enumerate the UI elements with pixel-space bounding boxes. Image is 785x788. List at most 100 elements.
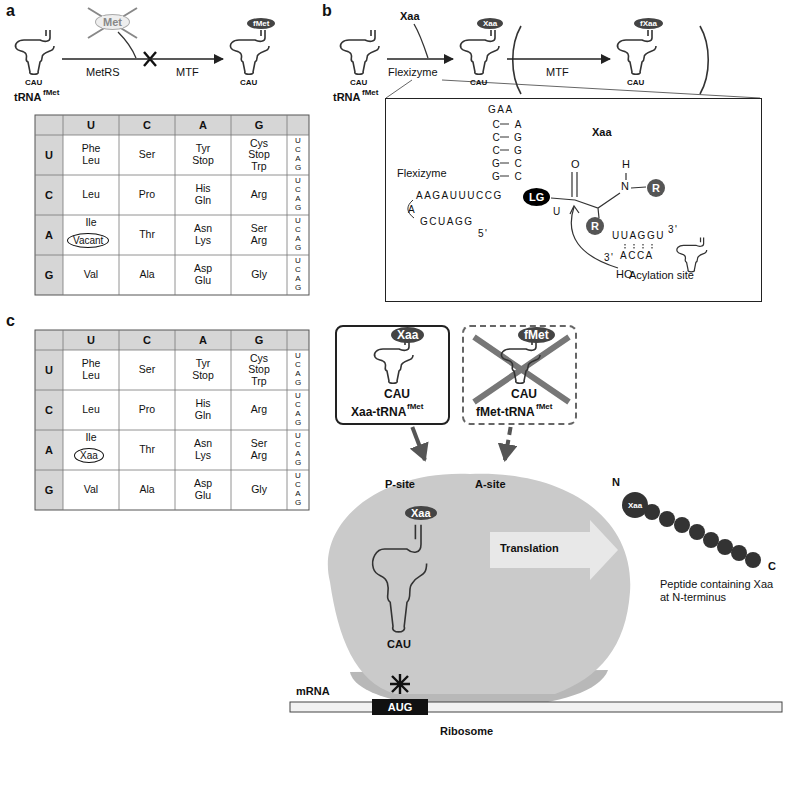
table-text: Arg xyxy=(251,189,267,201)
table-text: Tyr Stop xyxy=(192,358,214,381)
node-text: Ribosome xyxy=(440,725,493,737)
table-cell: UCAG xyxy=(287,390,309,430)
table-cell: Cys Stop Trp xyxy=(231,350,287,390)
node-text: Vacant xyxy=(73,235,103,246)
label-text: tRNA xyxy=(14,91,42,104)
label-text: MTF xyxy=(176,66,199,79)
trna-node: CAUfMet xyxy=(225,28,275,90)
table-text: G xyxy=(45,484,54,496)
table-cell: Phe Leu xyxy=(63,135,119,175)
table-text: Phe Leu xyxy=(82,358,101,381)
table-text: U xyxy=(87,334,95,346)
table-text: UCAG xyxy=(294,137,302,172)
table-text: UCAG xyxy=(294,257,302,292)
connector-arrow xyxy=(62,58,223,60)
table-cell: Cys Stop Trp xyxy=(231,135,287,175)
aminoacyl-trna-box: Xaa-tRNAfMetCAUXaa xyxy=(335,325,450,425)
table-text: Gly xyxy=(251,484,267,496)
node-text: CAU xyxy=(627,78,644,87)
trna-node: CAUXaa xyxy=(365,520,435,670)
table-cell: Thr xyxy=(119,215,175,255)
table-text: Ile xyxy=(85,432,96,444)
side-chain-circle: R xyxy=(586,217,604,235)
label-text: UUAGGU xyxy=(612,230,665,242)
table-cell: Val xyxy=(63,470,119,510)
table-cell: Gly xyxy=(231,255,287,295)
node-text: Xaa xyxy=(397,328,418,342)
table-cell: G xyxy=(231,115,287,135)
label-text: AAGAUUUCCG xyxy=(416,190,503,202)
table-cell: Asn Lys xyxy=(175,215,231,255)
side-chain-circle: R xyxy=(647,179,665,197)
table-text: UCAG xyxy=(294,392,302,427)
node-text: fMet xyxy=(536,402,552,411)
table-cell: A xyxy=(175,115,231,135)
table-cell: C xyxy=(119,330,175,350)
table-text: Thr xyxy=(139,444,155,456)
connector-arrow xyxy=(505,427,511,460)
table-cell: Phe Leu xyxy=(63,350,119,390)
table-cell: Val xyxy=(63,255,119,295)
label-text: C xyxy=(768,560,776,573)
table-text: Ile xyxy=(85,217,96,229)
node-text: CAU xyxy=(511,387,537,401)
ribosome-shape xyxy=(300,462,660,747)
table-text: C xyxy=(143,334,151,346)
node-text: Translation xyxy=(500,542,559,554)
label-text: N xyxy=(621,180,629,193)
table-cell: G xyxy=(231,330,287,350)
node-text: CAU xyxy=(240,78,257,87)
node-text: CAU xyxy=(384,387,410,401)
table-text: Asn Lys xyxy=(194,223,212,246)
label-text: MetRS xyxy=(86,66,120,79)
node-text: R xyxy=(652,182,660,194)
label-text: H xyxy=(622,158,630,171)
table-text: Leu xyxy=(82,404,100,416)
table-text: Cys Stop Trp xyxy=(248,353,270,388)
codon-circle: Vacant xyxy=(67,233,109,248)
label-text: a xyxy=(6,2,15,20)
label-text: fMet xyxy=(362,88,378,97)
node-text: fXaa xyxy=(640,19,657,28)
node-text: fMet xyxy=(407,402,423,411)
table-cell: UCAG xyxy=(287,215,309,255)
table-cell: U xyxy=(63,115,119,135)
label-text: GCUAGG xyxy=(420,216,473,228)
label-text: 3' xyxy=(668,224,678,236)
amino-acid-oval: Xaa xyxy=(405,506,437,520)
node-text: fMet-tRNA xyxy=(476,405,535,419)
table-text: Asn Lys xyxy=(194,438,212,461)
table-text: A xyxy=(45,229,53,241)
table-text: C xyxy=(143,119,151,131)
table-cell: Thr xyxy=(119,430,175,470)
node-text: Flexizyme xyxy=(397,167,447,179)
table-cell: U xyxy=(35,350,63,390)
label-text: fMet xyxy=(43,88,59,97)
table-cell: Ser Arg xyxy=(231,215,287,255)
table-text: U xyxy=(45,364,53,376)
node-text: P-site xyxy=(385,478,415,490)
amino-acid-oval: Xaa xyxy=(391,327,424,343)
node-text: Xaa xyxy=(483,19,497,28)
table-text: Thr xyxy=(139,229,155,241)
label-text: GAA xyxy=(488,104,514,116)
table-text: UCAG xyxy=(294,352,302,387)
table-cell: UCAG xyxy=(287,255,309,295)
table-cell: UCAG xyxy=(287,175,309,215)
label-text: AGGCC xyxy=(513,118,523,183)
table-cell: UCAG xyxy=(287,430,309,470)
connector-arrow xyxy=(412,427,425,460)
table-text: A xyxy=(45,444,53,456)
table-cell: Asn Lys xyxy=(175,430,231,470)
trna-node: CAUXaa xyxy=(369,337,419,399)
table-text: Gly xyxy=(251,269,267,281)
node-text: Xaa xyxy=(80,450,98,461)
table-text: G xyxy=(45,269,54,281)
amino-acid-oval: fMet xyxy=(247,18,275,29)
table-cell: Asp Glu xyxy=(175,470,231,510)
table-cell: UCAG xyxy=(287,135,309,175)
peptide-chain xyxy=(644,504,761,568)
node-text: Met xyxy=(102,16,123,28)
node-text: fMet xyxy=(253,19,269,28)
codon-circle: Xaa xyxy=(74,448,104,463)
